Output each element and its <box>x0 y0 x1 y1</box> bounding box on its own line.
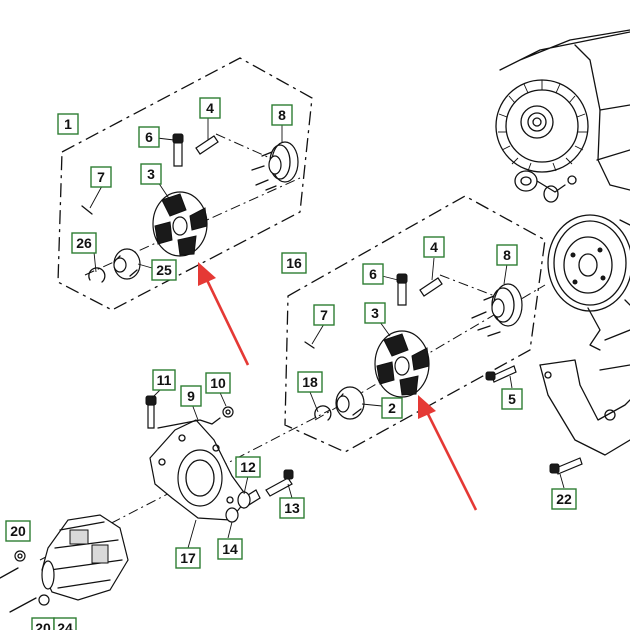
callout-5: 5 <box>501 388 523 410</box>
svg-text:10: 10 <box>210 375 226 391</box>
svg-text:5: 5 <box>508 391 516 407</box>
svg-text:26: 26 <box>76 235 92 251</box>
callout-24: 24 <box>53 617 77 630</box>
svg-text:4: 4 <box>430 239 438 255</box>
svg-text:12: 12 <box>240 459 256 475</box>
callout-18: 18 <box>297 371 323 393</box>
leader-lines <box>89 118 565 549</box>
callout-8b: 8 <box>496 244 518 266</box>
callout-3b: 3 <box>364 302 386 324</box>
callout-22: 22 <box>551 488 577 510</box>
callout-11: 11 <box>152 369 176 391</box>
callout-20b: 20 <box>31 617 55 630</box>
callout-6b: 6 <box>362 263 384 285</box>
svg-text:16: 16 <box>286 255 302 271</box>
svg-text:17: 17 <box>180 550 196 566</box>
callout-20a: 20 <box>5 520 31 542</box>
callout-1: 1 <box>57 113 79 135</box>
engine-block-drawing <box>495 29 630 456</box>
callout-2: 2 <box>381 397 403 419</box>
callout-26: 26 <box>71 232 97 254</box>
callout-labels: 1 6 4 8 7 3 26 25 16 6 4 8 7 3 18 2 5 11… <box>5 97 577 630</box>
callout-12: 12 <box>235 456 261 478</box>
callout-16: 16 <box>281 252 307 274</box>
callout-9: 9 <box>180 385 202 407</box>
svg-text:7: 7 <box>97 169 105 185</box>
bolt-5-drawing <box>485 365 517 383</box>
callout-7a: 7 <box>90 166 112 188</box>
callout-6a: 6 <box>138 126 160 148</box>
svg-text:3: 3 <box>371 305 379 321</box>
svg-text:3: 3 <box>147 166 155 182</box>
svg-text:20: 20 <box>10 523 26 539</box>
svg-text:8: 8 <box>503 247 511 263</box>
svg-text:13: 13 <box>284 500 300 516</box>
svg-text:18: 18 <box>302 374 318 390</box>
callout-25: 25 <box>151 259 177 281</box>
svg-text:24: 24 <box>57 620 73 630</box>
svg-text:11: 11 <box>157 372 172 388</box>
svg-text:4: 4 <box>206 100 214 116</box>
svg-text:6: 6 <box>145 129 153 145</box>
red-arrow-upper <box>198 262 250 366</box>
callout-14: 14 <box>217 538 243 560</box>
hydraulic-pump-drawing <box>0 514 129 613</box>
lower-coupling-assembly <box>284 195 546 453</box>
callout-4b: 4 <box>423 236 445 258</box>
svg-text:20: 20 <box>35 620 51 630</box>
callout-17: 17 <box>175 547 201 569</box>
adapter-plate-drawing <box>39 395 331 561</box>
red-arrow-lower <box>418 395 478 511</box>
svg-text:2: 2 <box>388 400 396 416</box>
svg-text:25: 25 <box>156 262 172 278</box>
svg-text:6: 6 <box>369 266 377 282</box>
callout-13: 13 <box>279 497 305 519</box>
svg-text:8: 8 <box>278 107 286 123</box>
svg-text:22: 22 <box>556 491 572 507</box>
callout-3a: 3 <box>140 163 162 185</box>
svg-text:9: 9 <box>187 388 195 404</box>
callout-7b: 7 <box>313 304 335 326</box>
upper-coupling-assembly <box>57 57 313 311</box>
svg-text:1: 1 <box>64 116 72 132</box>
callout-4a: 4 <box>199 97 221 119</box>
callout-10: 10 <box>205 372 231 394</box>
bolt-22-drawing <box>549 457 583 475</box>
callout-8a: 8 <box>271 104 293 126</box>
svg-text:7: 7 <box>320 307 328 323</box>
svg-text:14: 14 <box>222 541 238 557</box>
